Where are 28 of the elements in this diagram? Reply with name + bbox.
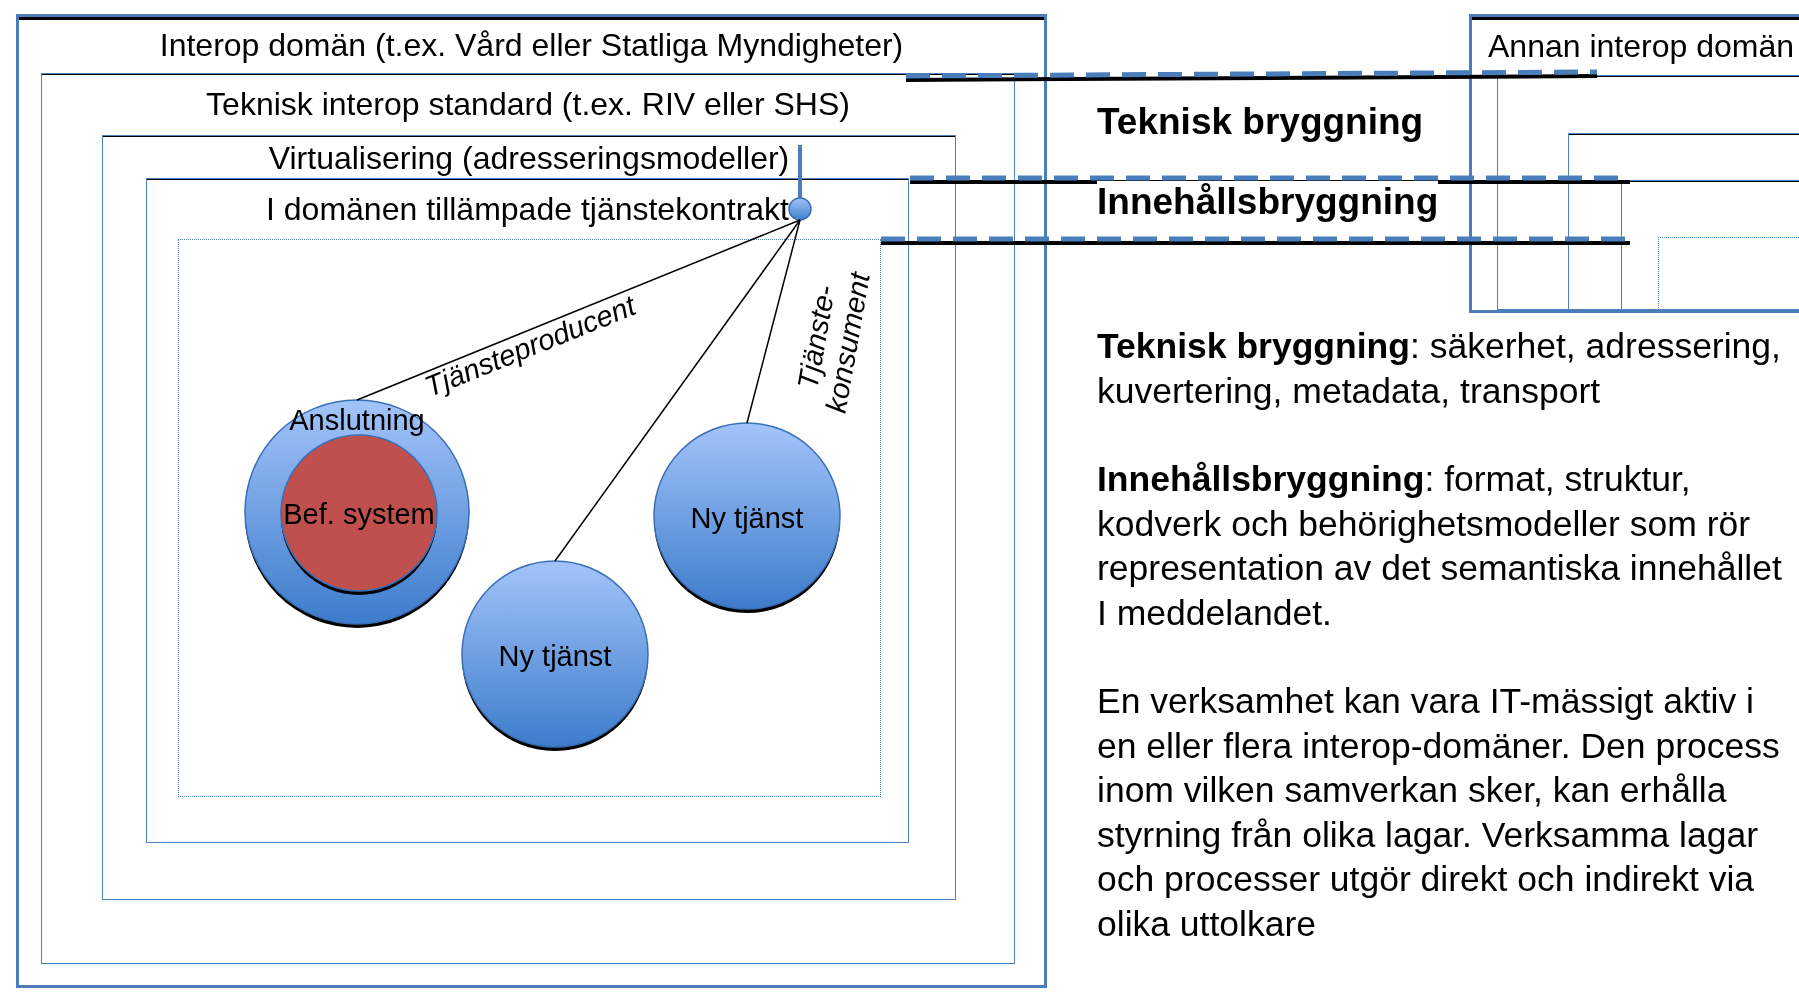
frame-title: Interop domän (t.ex. Vård eller Statliga Myndigheter) [159, 27, 904, 63]
connection-point [788, 145, 812, 223]
connector-line [554, 219, 801, 562]
service-area-frame [178, 239, 881, 797]
connector-line [746, 219, 801, 424]
layer-frame [1621, 180, 1799, 310]
layer-frame [1497, 75, 1799, 310]
frame-title: I domänen tillämpade tjänstekontrakt [266, 191, 789, 227]
section-heading: Innehållsbryggning [1097, 181, 1439, 223]
frame-title: Virtualisering (adresseringsmodeller) [268, 140, 790, 176]
connection-circle [242, 397, 472, 631]
frame-title: Teknisk interop standard (t.ex. RIV eller SHS) [206, 86, 850, 122]
service-circle [459, 558, 651, 754]
connector-line [356, 219, 801, 401]
circle-label: Ny tjänst [498, 641, 612, 671]
circle-label: Bef. system [283, 499, 435, 529]
circle-label: Ny tjänst [690, 503, 804, 533]
frame-title: Annan interop domän [1488, 28, 1794, 64]
layer-frame [1658, 237, 1799, 310]
description-paragraph: Innehållsbryggning: format, struktur, kodverk och behörighetsmodeller som rör representation av det semantiska innehållet I meddelandet. [1097, 458, 1783, 635]
description-paragraph: En verksamhet kan vara IT-mässigt aktiv i en eller flera interop-domäner. Den process inom vilken samverkan sker, kan erhålla styrning från olika lagar. Verksamma lagar och processer utgör direkt och indirekt via olika uttolkare [1097, 680, 1781, 946]
domain-frame [1469, 14, 1799, 313]
description-paragraph: Teknisk bryggning: säkerhet, adressering, kuvertering, metadata, transport [1097, 325, 1782, 413]
service-circle [651, 420, 843, 616]
layer-frame [1568, 133, 1799, 310]
circle-label: Anslutning [289, 405, 425, 435]
layer-frame [102, 135, 956, 900]
edge-label: Tjänste- konsument [790, 269, 877, 418]
